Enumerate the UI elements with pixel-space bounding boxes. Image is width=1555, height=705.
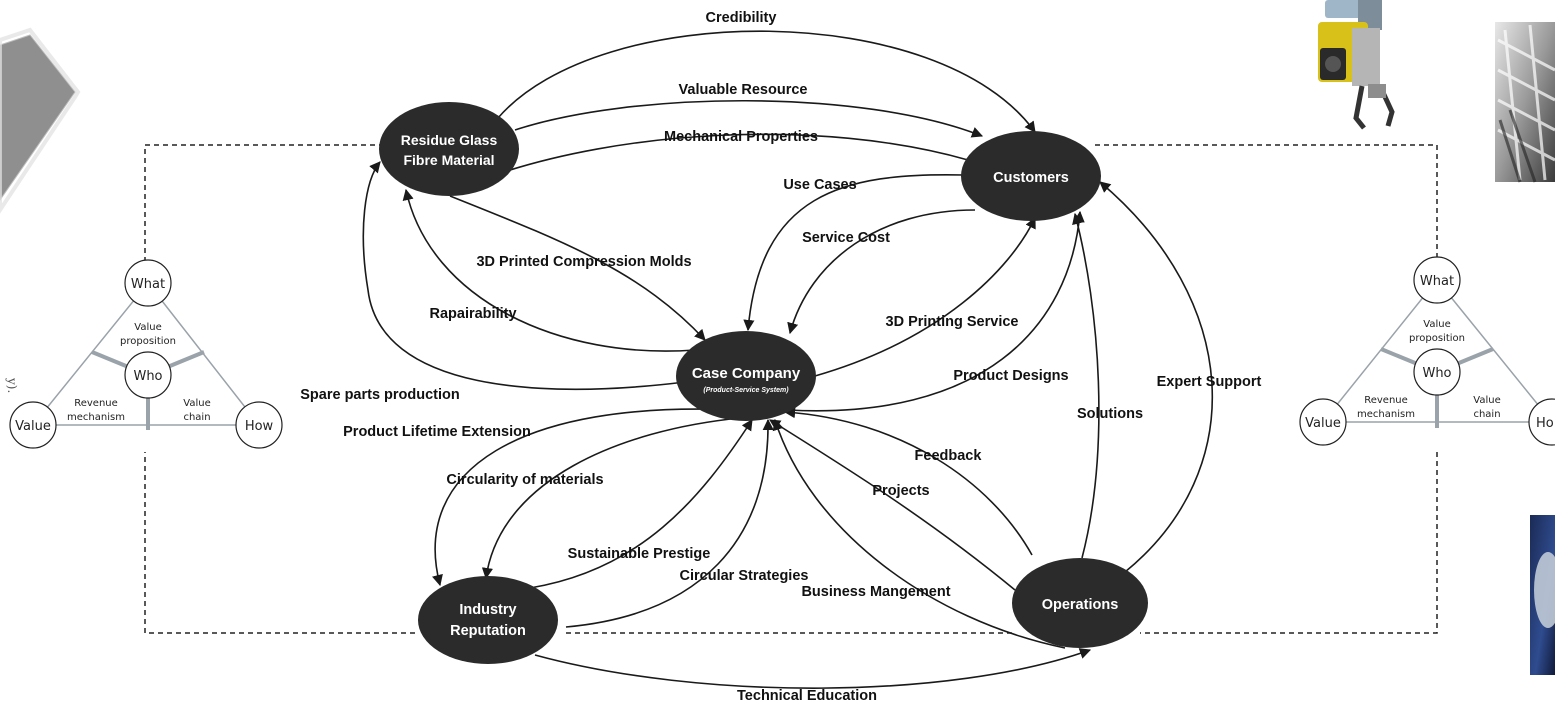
node-industry-reputation: Industry Reputation bbox=[418, 576, 558, 664]
who-node bbox=[124, 351, 172, 399]
how-label: How bbox=[245, 419, 274, 434]
what-node bbox=[1413, 256, 1461, 304]
value-node bbox=[1299, 398, 1347, 446]
business-model-triangle-left: What Who Value How Value proposition Rev… bbox=[9, 259, 283, 449]
node-customers: Customers bbox=[961, 131, 1101, 221]
edge-spare-parts bbox=[362, 161, 686, 391]
edge-label-valuable-resource: Valuable Resource bbox=[679, 82, 808, 98]
edge-expert-support bbox=[1099, 181, 1214, 573]
node-case-company: Case Company (Product-Service System) bbox=[676, 331, 816, 421]
what-label: What bbox=[1420, 274, 1454, 289]
edge-label-credibility: Credibility bbox=[706, 10, 777, 26]
edge-use-cases bbox=[743, 173, 966, 332]
edge-label-circularity: Circularity of materials bbox=[446, 472, 603, 488]
boundary-dashed-box bbox=[144, 144, 1438, 634]
edge-circularity bbox=[481, 417, 741, 580]
side-note-text: y). bbox=[5, 377, 19, 393]
edge-prestige bbox=[529, 419, 753, 589]
edge-label-circular-strategies: Circular Strategies bbox=[680, 568, 809, 584]
edge-label-printing-service: 3D Printing Service bbox=[886, 314, 1019, 330]
edge-label-spare-parts: Spare parts production bbox=[300, 387, 460, 403]
edge-product-designs bbox=[787, 210, 1085, 412]
revenue-mechanism-line1: Revenue bbox=[74, 398, 118, 409]
edge-printing-service bbox=[814, 216, 1036, 377]
node-case-company-line1: Case Company bbox=[692, 365, 801, 382]
edge-repairability bbox=[402, 188, 696, 352]
value-chain-line1: Value bbox=[1473, 395, 1500, 406]
value-proposition-line1: Value bbox=[134, 322, 161, 333]
value-chain-line2: chain bbox=[183, 412, 210, 423]
edge-valuable-resource bbox=[514, 99, 984, 138]
what-node bbox=[124, 259, 172, 307]
edge-education bbox=[534, 648, 1092, 689]
node-operations-label: Operations bbox=[1042, 597, 1119, 613]
edge-label-education: Technical Education bbox=[737, 688, 877, 704]
node-customers-label: Customers bbox=[993, 170, 1069, 186]
who-label: Who bbox=[133, 369, 162, 384]
revenue-mechanism-line2: mechanism bbox=[67, 412, 125, 423]
revenue-mechanism-line1: Revenue bbox=[1364, 395, 1408, 406]
edge-lifetime bbox=[432, 408, 739, 587]
how-node bbox=[235, 401, 283, 449]
value-label: Value bbox=[1305, 416, 1341, 431]
business-model-triangle-right: What Who Value Ho Value proposition Reve… bbox=[1299, 256, 1555, 446]
how-label: Ho bbox=[1536, 416, 1554, 431]
edge-label-feedback: Feedback bbox=[915, 448, 983, 464]
edge-label-use-cases: Use Cases bbox=[783, 177, 856, 193]
edge-label-product-designs: Product Designs bbox=[953, 368, 1068, 384]
edge-feedback bbox=[783, 407, 1033, 556]
edge-projects bbox=[769, 419, 1016, 591]
value-proposition-line2: proposition bbox=[1409, 333, 1465, 344]
value-label: Value bbox=[15, 419, 51, 434]
value-proposition-line1: Value bbox=[1423, 319, 1450, 330]
blue-sample-image bbox=[1530, 515, 1555, 675]
node-case-company-line2: (Product-Service System) bbox=[703, 387, 789, 394]
edge-label-molds: 3D Printed Compression Molds bbox=[476, 254, 691, 270]
robot-gripper-image bbox=[1318, 0, 1395, 130]
what-label: What bbox=[131, 277, 165, 292]
value-chain-line2: chain bbox=[1473, 409, 1500, 420]
edge-label-service-cost: Service Cost bbox=[802, 230, 890, 246]
glass-fibre-fabric-image bbox=[1495, 22, 1555, 183]
who-node bbox=[1413, 348, 1461, 396]
node-residue-line2: Fibre Material bbox=[403, 152, 494, 168]
edge-label-prestige: Sustainable Prestige bbox=[568, 546, 711, 562]
node-industry-line2: Reputation bbox=[450, 623, 526, 639]
who-label: Who bbox=[1422, 366, 1451, 381]
node-residue-glass-fibre: Residue Glass Fibre Material bbox=[379, 102, 519, 196]
edge-service-cost bbox=[787, 209, 976, 335]
edge-label-projects: Projects bbox=[872, 483, 929, 499]
revenue-mechanism-line2: mechanism bbox=[1357, 409, 1415, 420]
value-chain-line1: Value bbox=[183, 398, 210, 409]
node-industry-line1: Industry bbox=[459, 602, 516, 618]
how-node bbox=[1528, 398, 1555, 446]
edge-mechanical-properties bbox=[484, 133, 969, 180]
edge-label-lifetime: Product Lifetime Extension bbox=[343, 424, 531, 440]
edge-solutions bbox=[1072, 212, 1100, 559]
edge-circular-strategies bbox=[565, 418, 774, 628]
edge-label-solutions: Solutions bbox=[1077, 406, 1143, 422]
value-node bbox=[9, 401, 57, 449]
edge-business bbox=[772, 418, 1066, 649]
node-operations: Operations bbox=[1012, 558, 1148, 648]
edge-label-business: Business Mangement bbox=[801, 584, 950, 600]
node-residue-line1: Residue Glass bbox=[401, 132, 498, 148]
edge-label-mechanical-properties: Mechanical Properties bbox=[664, 129, 818, 145]
edge-label-repairability: Rapairability bbox=[429, 306, 516, 322]
value-proposition-line2: proposition bbox=[120, 336, 176, 347]
edge-credibility bbox=[497, 30, 1036, 133]
book-cover-image bbox=[0, 27, 81, 214]
edge-molds bbox=[449, 195, 706, 341]
edge-label-expert-support: Expert Support bbox=[1157, 374, 1262, 390]
